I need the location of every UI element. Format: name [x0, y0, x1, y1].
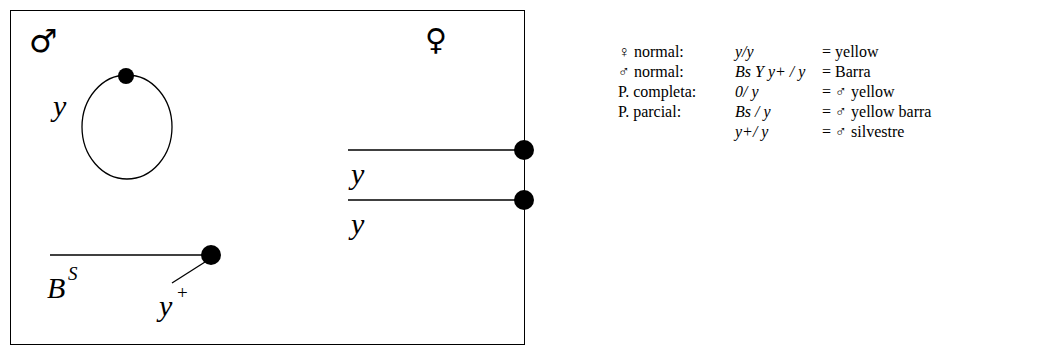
legend-key: P. completa: [618, 82, 696, 102]
centromere [118, 68, 134, 84]
male-symbol: ♂ [29, 25, 58, 57]
centromere [514, 140, 534, 160]
gene-label: y [159, 291, 172, 321]
female-symbol: ♀ [425, 25, 447, 55]
phenotype: = ♂ yellow barra [822, 102, 931, 122]
legend-key: P. parcial: [618, 102, 681, 122]
legend-key: ♀ normal: [618, 42, 684, 62]
genotype: 0/ y [735, 82, 759, 102]
gene-label: y [53, 91, 66, 121]
genotype: Bs Y y+ / y [735, 62, 805, 82]
phenotype: = yellow [822, 42, 879, 62]
phenotype: = ♂ silvestre [822, 122, 904, 142]
phenotype: = ♂ yellow [822, 82, 895, 102]
genotype: y/y [735, 42, 754, 62]
rod-chromosome [348, 149, 520, 150]
genotype: Bs / y [735, 102, 771, 122]
legend-key: ♂ normal: [618, 62, 684, 82]
superscript: + [177, 283, 188, 302]
rod-chromosome [50, 254, 205, 255]
superscript: S [68, 264, 78, 283]
gene-label: B [47, 273, 65, 303]
centromere [514, 190, 534, 210]
y-arm [172, 262, 205, 283]
gene-label: y [351, 159, 364, 189]
figure-frame: ♂y♀yyBSy+ [10, 10, 525, 345]
gene-label: y [351, 209, 364, 239]
rod-chromosome [348, 199, 520, 200]
ring-chromosome [82, 75, 172, 179]
genotype: y+/ y [735, 122, 768, 142]
phenotype: = Barra [822, 62, 871, 82]
